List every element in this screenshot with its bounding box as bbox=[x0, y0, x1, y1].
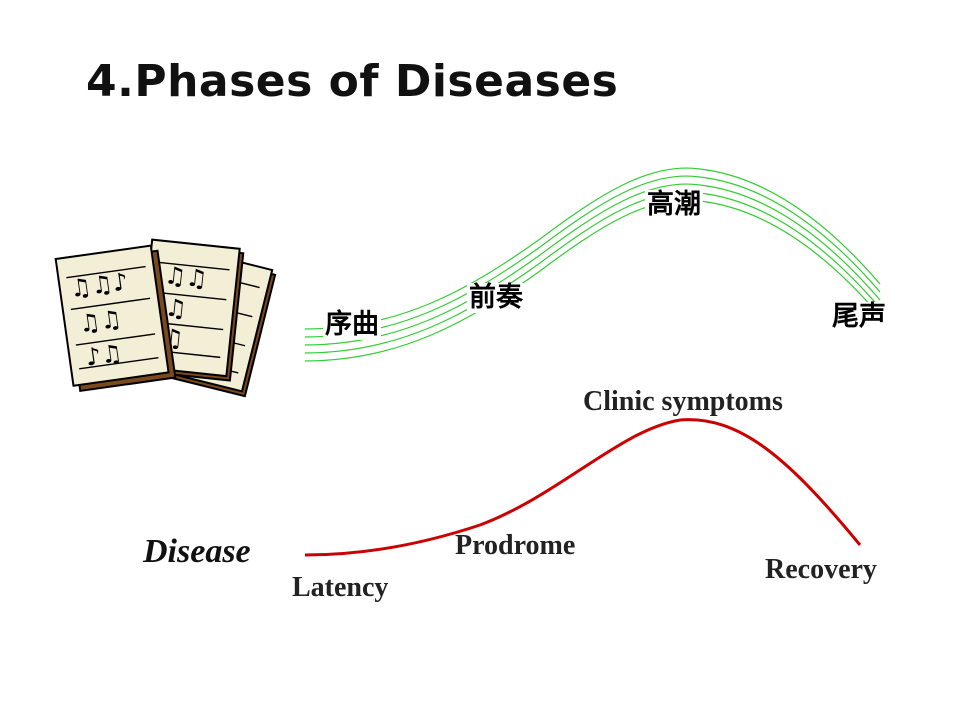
label-climax: 高潮 bbox=[645, 189, 703, 220]
sheet-music-page-front: ♫♫♪ ♫♫ ♪♫ bbox=[54, 244, 177, 393]
slide-title: 4.Phases of Diseases bbox=[86, 56, 619, 107]
label-latency: Latency bbox=[292, 572, 389, 603]
disease-progression-line bbox=[304, 418, 862, 557]
staff-line-3 bbox=[304, 183, 881, 346]
label-clinic-symptoms: Clinic symptoms bbox=[583, 386, 783, 417]
label-coda: 尾声 bbox=[830, 301, 888, 332]
svg-text:♫♫: ♫♫ bbox=[163, 261, 209, 293]
staff-line-5 bbox=[304, 199, 881, 362]
label-recovery: Recovery bbox=[765, 554, 877, 585]
label-disease: Disease bbox=[143, 533, 251, 570]
label-overture: 序曲 bbox=[323, 309, 381, 340]
staff-line-1 bbox=[304, 167, 881, 330]
svg-text:♪♫: ♪♫ bbox=[84, 339, 124, 372]
svg-text:♫♫: ♫♫ bbox=[77, 305, 124, 339]
label-prodrome: Prodrome bbox=[455, 530, 576, 561]
staff-line-4 bbox=[304, 191, 881, 354]
staff-line-2 bbox=[304, 175, 881, 338]
label-prelude: 前奏 bbox=[467, 282, 525, 313]
